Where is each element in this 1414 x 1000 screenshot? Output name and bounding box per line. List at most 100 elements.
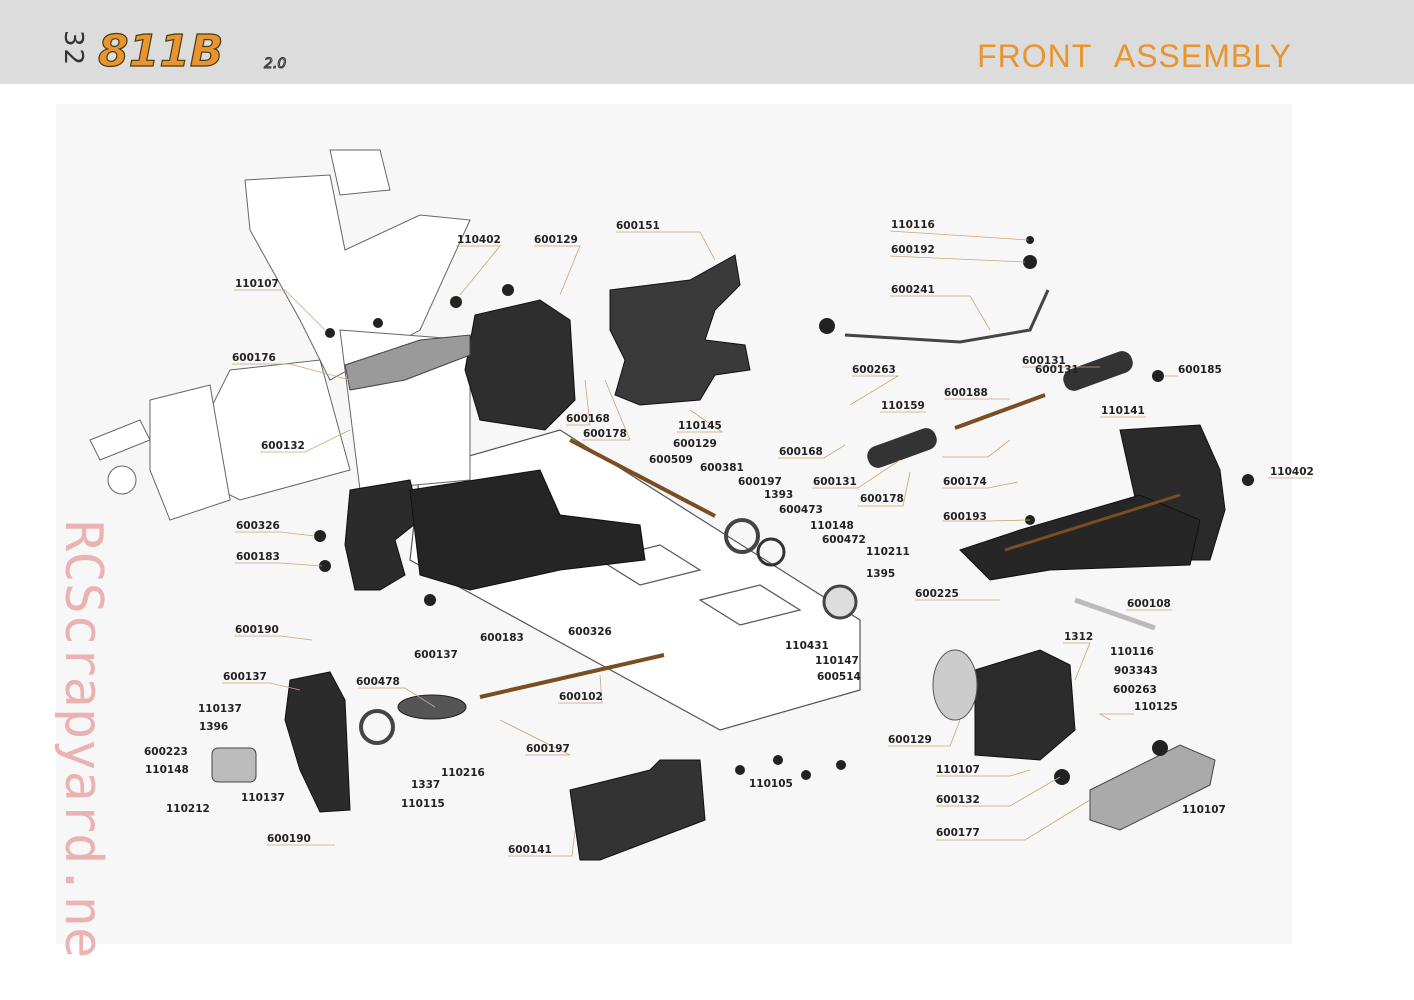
part-number-label: 110141 <box>1101 405 1145 417</box>
part-number-label: 110116 <box>1110 646 1154 658</box>
part-number-label: 600174 <box>943 476 987 488</box>
part-number-label: 110107 <box>1182 804 1226 816</box>
part-number-label: 110402 <box>457 234 501 246</box>
part-number-label: 110212 <box>166 803 210 815</box>
part-number-label: 110402 <box>1270 466 1314 478</box>
part-number-label: 600131 <box>1022 355 1066 367</box>
driveshaft-lower <box>479 653 665 699</box>
part-number-label: 600185 <box>1178 364 1222 376</box>
part-number-label: 600178 <box>860 493 904 505</box>
part-number-label: 600137 <box>223 671 267 683</box>
part-number-label: 600381 <box>700 462 744 474</box>
part-number-label: 903343 <box>1114 665 1158 677</box>
part-number-label: 110216 <box>441 767 485 779</box>
part-number-label: 110159 <box>881 400 925 412</box>
part-number-label: 110115 <box>401 798 445 810</box>
front-lower-arm-right <box>959 494 1201 581</box>
part-number-label: 110107 <box>235 278 279 290</box>
part-number-label: 600193 <box>943 511 987 523</box>
part-number-label: 1337 <box>411 779 440 791</box>
part-number-label: 110211 <box>866 546 910 558</box>
brand-logo: 811B 2.0 <box>97 26 286 74</box>
part-number-label: 1312 <box>1064 631 1093 643</box>
part-number-label: 110145 <box>678 420 722 432</box>
part-number-label: 600188 <box>944 387 988 399</box>
front-hub-carrier-left <box>344 479 421 591</box>
part-number-label: 600132 <box>936 794 980 806</box>
front-bulkhead-right <box>974 649 1076 761</box>
camber-link <box>1063 351 1133 391</box>
screws <box>314 236 1254 785</box>
part-number-label: 600197 <box>738 476 782 488</box>
part-number-label: 600131 <box>813 476 857 488</box>
o-ring <box>756 537 786 567</box>
anti-roll-bar <box>844 289 1050 344</box>
part-number-label: 600131 <box>1035 364 1079 376</box>
part-number-label: 1393 <box>764 489 793 501</box>
front-bumper <box>569 759 706 861</box>
front-lower-arm-left <box>409 469 646 591</box>
part-number-label: 600183 <box>480 632 524 644</box>
part-number-label: 600183 <box>236 551 280 563</box>
hinge-pin <box>1074 597 1156 631</box>
part-number-label: 600223 <box>144 746 188 758</box>
diff-ring-gear <box>932 649 978 721</box>
driveshaft-upper <box>569 438 716 518</box>
part-number-label: 600241 <box>891 284 935 296</box>
part-number-label: 600478 <box>356 676 400 688</box>
part-number-label: 600176 <box>232 352 276 364</box>
part-number-label: 600509 <box>649 454 693 466</box>
part-number-label: 110431 <box>785 640 829 652</box>
page-title: FRONT ASSEMBLY <box>977 38 1292 74</box>
watermark-text: RCScrapyard.net <box>53 520 113 960</box>
logo-text: 811B <box>98 26 223 74</box>
part-number-label: 600190 <box>267 833 311 845</box>
part-number-label: 110148 <box>810 520 854 532</box>
part-number-label: 600263 <box>852 364 896 376</box>
part-number-label: 600192 <box>891 244 935 256</box>
part-number-label: 110148 <box>145 764 189 776</box>
part-number-label: 600225 <box>915 588 959 600</box>
turnbuckle-rod <box>954 393 1046 430</box>
part-number-label: 600326 <box>568 626 612 638</box>
part-number-label: 600129 <box>888 734 932 746</box>
part-number-label: 110107 <box>936 764 980 776</box>
part-number-label: 600177 <box>936 827 980 839</box>
part-number-label: 110137 <box>198 703 242 715</box>
part-number-label: 600137 <box>414 649 458 661</box>
header-bar: 32 811B 2.0 FRONT ASSEMBLY <box>0 0 1414 84</box>
part-number-label: 600102 <box>559 691 603 703</box>
part-number-label: 600129 <box>673 438 717 450</box>
bearing <box>359 709 395 745</box>
part-number-label: 600141 <box>508 844 552 856</box>
bearing <box>724 518 760 554</box>
part-number-label: 110147 <box>815 655 859 667</box>
part-number-label: 600472 <box>822 534 866 546</box>
part-number-label: 110105 <box>749 778 793 790</box>
wheel-hex <box>211 747 257 783</box>
watermark: RCScrapyard.net <box>53 520 113 960</box>
part-number-label: 110116 <box>891 219 935 231</box>
bearing <box>822 584 858 620</box>
diff-cover <box>464 299 576 431</box>
steering-knuckle-left <box>284 671 351 813</box>
part-number-label: 600168 <box>779 446 823 458</box>
part-number-label: 600132 <box>261 440 305 452</box>
part-number-label: 600514 <box>817 671 861 683</box>
part-number-label: 600197 <box>526 743 570 755</box>
center-chassis-outline <box>89 149 471 521</box>
part-number-label: 600263 <box>1113 684 1157 696</box>
part-number-label: 1395 <box>866 568 895 580</box>
part-number-label: 600326 <box>236 520 280 532</box>
logo-sub: 2.0 <box>264 56 286 72</box>
carbon-shock-tower <box>609 254 751 406</box>
part-number-label: 600473 <box>779 504 823 516</box>
leader-lines <box>222 230 1312 857</box>
part-number-label: 110137 <box>241 792 285 804</box>
part-number-label: 110125 <box>1134 701 1178 713</box>
part-number-label: 600129 <box>534 234 578 246</box>
part-number-label: 600108 <box>1127 598 1171 610</box>
servo-saver-plate <box>344 334 471 391</box>
